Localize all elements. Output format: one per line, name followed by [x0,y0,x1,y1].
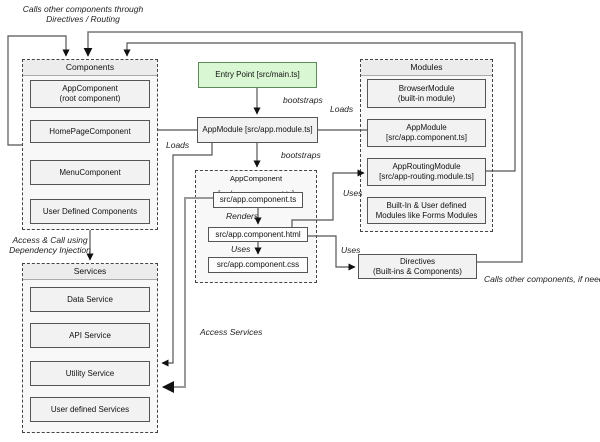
menu-component-box: MenuComponent [30,160,150,185]
label-loads-right: Loads [330,104,354,114]
edge-ts-services [162,197,213,393]
app-component-css-box: src/app.component.css [208,257,308,273]
data-service-box: Data Service [30,287,150,312]
label-bootstraps-bottom: bootstraps [281,150,321,160]
label-uses-routing: Uses [343,188,363,198]
label-uses-directives: Uses [341,245,361,255]
label-loads-left: Loads [166,140,190,150]
builtin-user-modules-box: Built-In & User defined Modules like For… [367,197,486,224]
annotation-access-services: Access Services [200,327,263,337]
app-module-label: AppModule [src/app.module.ts] [202,125,313,134]
app-component-box: AppComponent (root component) [30,80,150,108]
app-module-box: AppModule [src/app.module.ts] [197,117,318,143]
annotation-calls-through: Calls other components through Directive… [22,4,144,24]
app-module-entry-box: AppModule [src/app.component.ts] [367,119,486,147]
services-group-title: Services [23,264,157,280]
browser-module-box: BrowserModule (built-in module) [367,79,486,108]
edge-components-self-loop [7,35,70,146]
modules-group-title: Modules [361,60,492,76]
homepage-component-box: HomePageComponent [30,120,150,143]
components-group-title: Components [23,60,157,76]
entry-point-box: Entry Point [src/main.ts] [198,62,317,88]
entry-point-label: Entry Point [src/main.ts] [215,70,300,79]
user-defined-services-box: User defined Services [30,397,150,422]
utility-service-box: Utility Service [30,361,150,386]
edge-appmodule-services [161,143,213,367]
app-component-ts-box: src/app.component.ts [213,192,303,208]
api-service-box: API Service [30,323,150,348]
app-component-html-box: src/app.component.html [208,227,308,242]
edge-html-directives [303,235,356,271]
annotation-calls-if-needed: Calls other components, if needed [484,274,600,284]
edge-approutingmodule-components [123,42,516,172]
app-routing-module-box: AppRoutingModule [src/app-routing.module… [367,158,486,186]
edge-html-approutingmodule [291,169,365,227]
annotation-access-call-di: Access & Call using Dependency Injection [9,235,91,255]
label-uses-css: Uses [231,244,251,254]
label-bootstraps-top: bootstraps [283,95,323,105]
user-defined-components-box: User Defined Components [30,199,150,224]
edge-directives-components [83,31,523,263]
directives-box: Directives (Built-ins & Components) [358,254,477,279]
label-renders: Renders [226,211,259,221]
